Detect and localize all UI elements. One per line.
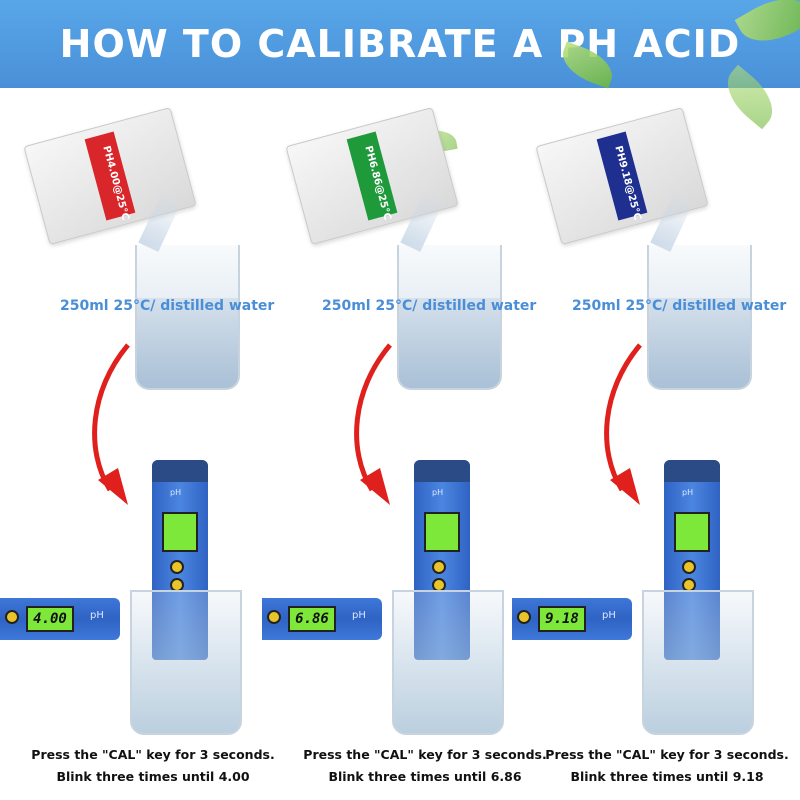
instruction-text: Press the "CAL" key for 3 seconds. Blink… (292, 744, 558, 788)
lcd-reading: 9.18 (538, 606, 586, 632)
instruction-line-2: Blink three times until 4.00 (56, 769, 250, 784)
meter-brand-label: pH (90, 610, 104, 621)
lcd-reading: 4.00 (26, 606, 74, 632)
instruction-line-2: Blink three times until 9.18 (570, 769, 764, 784)
meter-button (517, 610, 531, 624)
arrow-down-icon (604, 343, 642, 505)
glass-with-meter (392, 590, 504, 735)
title-banner: HOW TO CALIBRATE A PH ACID METER (0, 0, 800, 154)
on-button (682, 560, 696, 574)
lcd-screen (424, 512, 460, 552)
water (137, 298, 238, 388)
water-label: 250ml 25°C/ distilled water (322, 298, 537, 314)
water (399, 298, 500, 388)
meter-brand-label: pH (432, 488, 444, 497)
meter-button (5, 610, 19, 624)
ph-meter-reading: 9.18 pH (512, 598, 632, 640)
glass-of-water (647, 245, 752, 390)
page-title: HOW TO CALIBRATE A PH ACID METER (59, 22, 741, 154)
pen-cap (152, 460, 208, 482)
meter-brand-label: pH (170, 488, 182, 497)
water-label: 250ml 25°C/ distilled water (572, 298, 787, 314)
instruction-text: Press the "CAL" key for 3 seconds. Blink… (534, 744, 800, 788)
instruction-line-1: Press the "CAL" key for 3 seconds. (545, 747, 789, 762)
meter-brand-label: pH (352, 610, 366, 621)
meter-brand-label: pH (682, 488, 694, 497)
instruction-line-2: Blink three times until 6.86 (328, 769, 522, 784)
glass-with-meter (130, 590, 242, 735)
on-button (170, 560, 184, 574)
on-button (432, 560, 446, 574)
pen-cap (414, 460, 470, 482)
calibration-step-2: PH6.86@25°C 250ml 25°C/ distilled water … (262, 0, 547, 800)
instruction-line-1: Press the "CAL" key for 3 seconds. (303, 747, 547, 762)
meter-brand-label: pH (602, 610, 616, 621)
lcd-screen (674, 512, 710, 552)
glass-with-meter (642, 590, 754, 735)
lcd-screen (162, 512, 198, 552)
glass-of-water (135, 245, 240, 390)
arrow-down-icon (354, 343, 392, 505)
lcd-reading: 6.86 (288, 606, 336, 632)
water-label: 250ml 25°C/ distilled water (60, 298, 275, 314)
calibration-step-1: PH4.00@25°C 250ml 25°C/ distilled water … (0, 0, 275, 800)
calibration-step-3: PH9.18@25°C 250ml 25°C/ distilled water … (512, 0, 789, 800)
instruction-line-1: Press the "CAL" key for 3 seconds. (31, 747, 275, 762)
ph-meter-reading: 4.00 pH (0, 598, 120, 640)
ph-meter-reading: 6.86 pH (262, 598, 382, 640)
arrow-down-icon (92, 343, 130, 505)
instruction-text: Press the "CAL" key for 3 seconds. Blink… (20, 744, 286, 788)
glass-of-water (397, 245, 502, 390)
meter-button (267, 610, 281, 624)
pen-cap (664, 460, 720, 482)
water (649, 298, 750, 388)
